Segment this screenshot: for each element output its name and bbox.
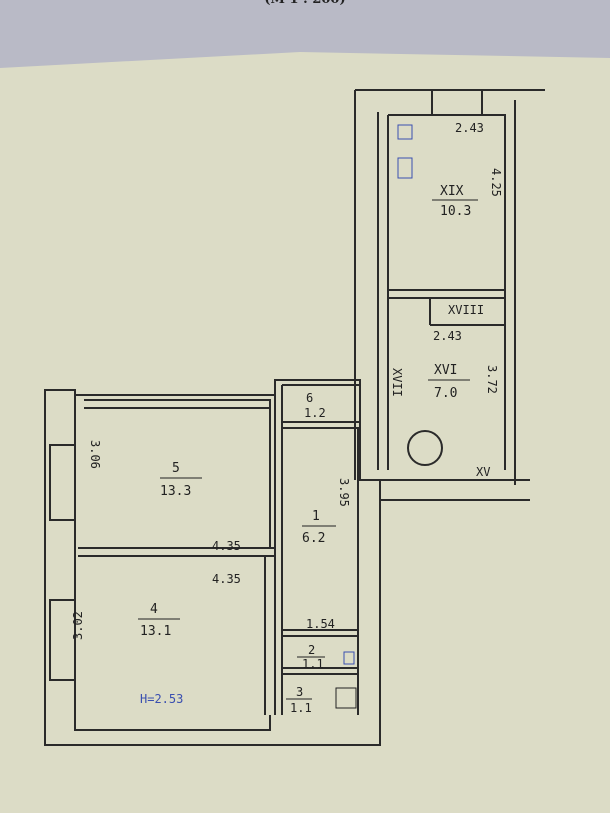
ceiling-height: H=2.53 [140, 692, 183, 706]
room-19-number: XIX [440, 184, 464, 199]
toilet-icon [335, 687, 357, 709]
room-2-width: 1.54 [306, 617, 335, 631]
scale-caption: (М 1 : 200) [0, 0, 610, 12]
room-19-area: 10.3 [440, 204, 471, 219]
sink-icon [343, 651, 355, 665]
room-16-length: 3.72 [485, 365, 499, 394]
room-18-number: XVIII [448, 303, 484, 317]
room-3-number: 3 [296, 685, 303, 699]
room-5-area: 13.3 [160, 484, 191, 499]
room-4-length: 3.02 [71, 611, 85, 640]
room-5-width: 4.35 [212, 539, 241, 553]
room-2-number: 2 [308, 643, 315, 657]
room-6-area: 1.2 [304, 406, 326, 420]
room-15-number: XV [476, 465, 490, 479]
room-2-area: 1.1 [302, 657, 324, 671]
room-19-length: 4.25 [489, 168, 503, 197]
room-18-width: 2.43 [433, 329, 462, 343]
room-1-area: 6.2 [302, 531, 325, 546]
room-1-number: 1 [312, 509, 320, 524]
room-4-number: 4 [150, 602, 158, 617]
room-17-number: XVII [390, 368, 404, 397]
stove-icon [397, 124, 413, 140]
room-5-length: 3.06 [88, 440, 102, 469]
room-3-area: 1.1 [290, 701, 312, 715]
room-5-number: 5 [172, 461, 180, 476]
room-4-area: 13.1 [140, 624, 171, 639]
paper-sheet [0, 52, 610, 813]
room-16-area: 7.0 [434, 386, 457, 401]
room-19-width: 2.43 [455, 121, 484, 135]
walls [44, 89, 545, 746]
room-6-number: 6 [306, 391, 313, 405]
room-1-length: 3.95 [337, 478, 351, 507]
stove-icon-2 [397, 157, 413, 179]
room-16-number: XVI [434, 363, 457, 378]
room-4-width: 4.35 [212, 572, 241, 586]
